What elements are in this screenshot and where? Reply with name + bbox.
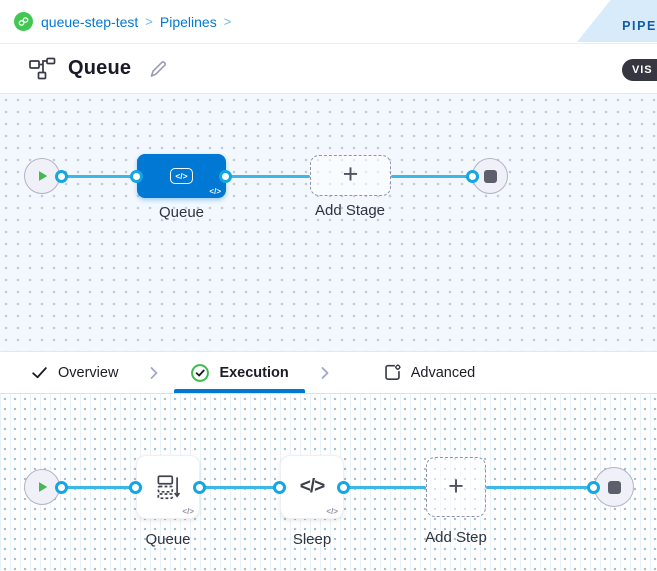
stage-node-queue[interactable]: </> </> — [137, 154, 226, 198]
tab-execution[interactable]: Execution — [174, 352, 305, 393]
tab-label: Overview — [58, 364, 119, 381]
execution-end-node — [594, 467, 634, 507]
queue-step-icon — [157, 475, 181, 500]
node-port — [466, 170, 479, 183]
code-badge-icon: </> — [326, 507, 338, 516]
tab-overview[interactable]: Overview — [14, 352, 134, 393]
tab-label: Execution — [219, 364, 289, 381]
edge — [61, 175, 137, 178]
edge — [391, 175, 473, 178]
add-stage-label: Add Stage — [314, 202, 386, 219]
step-node-queue[interactable]: </> — [136, 455, 200, 519]
stage-config-tabs: Overview Execution Adv — [0, 352, 657, 394]
node-port — [55, 170, 68, 183]
node-port — [337, 481, 350, 494]
step-label: Queue — [145, 531, 191, 548]
chevron-right-icon — [315, 352, 335, 393]
ribbon-label: PIPE — [622, 19, 657, 33]
check-icon — [32, 367, 47, 379]
pipeline-start-node — [24, 158, 60, 194]
node-port — [193, 481, 206, 494]
tab-advanced[interactable]: Advanced — [367, 352, 492, 393]
play-icon — [39, 171, 48, 181]
visual-mode-label: VIS — [632, 64, 653, 76]
plus-icon: + — [448, 470, 464, 501]
stop-icon — [607, 480, 621, 494]
title-bar: Queue VIS — [0, 44, 657, 94]
node-port — [587, 481, 600, 494]
edit-pencil-icon[interactable] — [147, 58, 169, 80]
edge — [226, 175, 310, 178]
stage-label: Queue — [158, 204, 205, 221]
node-port — [273, 481, 286, 494]
edge — [200, 486, 280, 489]
project-link-icon — [14, 12, 33, 31]
node-port — [219, 170, 232, 183]
play-icon — [39, 482, 48, 492]
pipeline-end-node — [472, 158, 508, 194]
breadcrumb-pipelines-link[interactable]: Pipelines — [159, 13, 217, 30]
page-title: Queue — [68, 57, 132, 79]
pipeline-studio-ribbon[interactable]: PIPE — [577, 0, 657, 42]
plus-icon: + — [342, 159, 359, 189]
active-tab-underline — [174, 389, 305, 393]
stop-icon — [483, 169, 497, 183]
ci-stage-icon: </> — [170, 168, 193, 184]
node-port — [55, 481, 68, 494]
stage-graph-canvas[interactable]: </> </> Queue + Add Stage — [0, 94, 657, 352]
step-label: Sleep — [292, 531, 332, 548]
check-circle-icon — [191, 363, 210, 382]
step-node-sleep[interactable]: </> </> — [280, 455, 344, 519]
add-stage-button[interactable]: + — [310, 155, 391, 196]
node-port — [129, 481, 142, 494]
chain-link-icon — [18, 17, 29, 26]
breadcrumb-bar: queue-step-test > Pipelines > PIPE — [0, 0, 657, 44]
tab-label: Advanced — [410, 364, 476, 381]
breadcrumb-project-link[interactable]: queue-step-test — [41, 13, 139, 30]
breadcrumb: queue-step-test > Pipelines > — [41, 14, 238, 30]
add-step-button[interactable]: + — [426, 457, 486, 517]
code-badge-icon: </> — [182, 507, 194, 516]
visual-mode-toggle[interactable]: VIS — [622, 59, 657, 81]
chevron-right-icon — [144, 352, 164, 393]
execution-graph-canvas[interactable]: </> Queue </> </> Sleep + Add Step — [0, 394, 657, 571]
code-badge-icon: </> — [209, 187, 221, 196]
code-step-icon: </> — [299, 476, 326, 497]
add-step-label: Add Step — [425, 529, 487, 546]
breadcrumb-separator: > — [145, 14, 153, 29]
edge — [486, 486, 594, 489]
advanced-gear-icon — [384, 364, 401, 380]
edge — [344, 486, 426, 489]
pipeline-icon — [29, 57, 56, 79]
breadcrumb-separator: > — [223, 14, 232, 29]
edge — [61, 486, 136, 489]
node-port — [130, 170, 143, 183]
execution-start-node — [24, 469, 60, 505]
